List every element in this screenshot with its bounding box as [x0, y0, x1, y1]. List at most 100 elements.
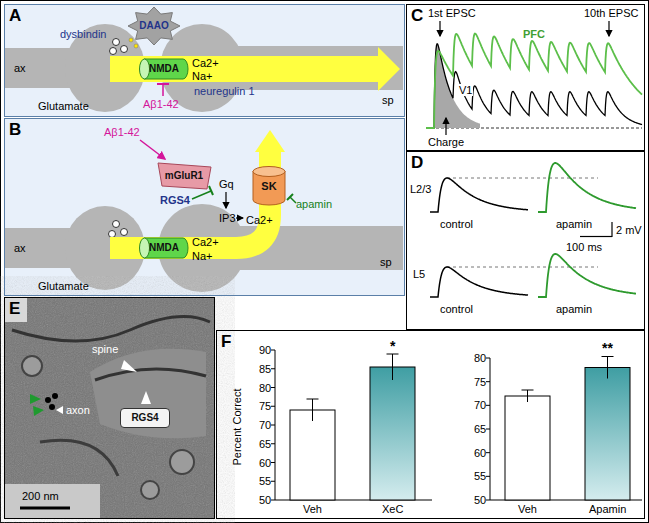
panel-d-art [580, 236, 612, 237]
figure-label: 50 [259, 494, 271, 506]
panel-f-chart [312, 399, 313, 421]
receptor-trapezoid: mGluR1 [157, 162, 212, 190]
figure-label: Apamin [589, 503, 626, 515]
axis-tick [486, 358, 490, 359]
figure-label: 70 [474, 399, 486, 411]
figure-label: 100 ms [566, 241, 602, 253]
panel-c-art [426, 21, 642, 135]
receptor-channel: NMDA [139, 237, 189, 259]
panel-e-micrograph [121, 360, 137, 372]
figure-label: 90 [259, 344, 271, 356]
axis-tick [486, 452, 490, 453]
panel-b-art [121, 229, 128, 236]
figure-label: neuregulin 1 [194, 85, 255, 97]
figure-label: 1st EPSC [428, 7, 476, 19]
panel-e-micrograph [56, 406, 63, 414]
figure-label: Aβ1-42 [104, 126, 140, 138]
figure-label: Ca2+ [192, 236, 219, 248]
panel-d-art [430, 178, 528, 212]
panel-f-chart [370, 367, 415, 500]
panel-e-micrograph [5, 298, 27, 322]
panel-b-art [110, 152, 270, 248]
panel-f-chart [290, 410, 335, 500]
panel-c-art [608, 21, 609, 36]
figure-label: ** [602, 341, 613, 355]
axis-tick [271, 406, 275, 407]
axis-tick [486, 476, 490, 477]
node-label: SK [261, 180, 276, 192]
label-box: RGS4 [120, 408, 170, 428]
enzyme-star: DAAO [127, 6, 181, 46]
figure-label: ax [14, 242, 26, 254]
panel-a-art [110, 47, 400, 91]
panel-b-art [109, 231, 116, 238]
ion-channel: SK [252, 166, 286, 206]
panel-f-chart [271, 350, 642, 500]
figure-label: Na+ [192, 70, 213, 82]
figure-label: * [390, 339, 395, 353]
panel-b-art [290, 197, 296, 203]
figure-label: ax [14, 62, 26, 74]
panel-e-micrograph [170, 450, 194, 474]
panel-e-micrograph [5, 298, 214, 518]
panel-f-chart [607, 357, 608, 379]
panel-e-micrograph [33, 406, 44, 416]
figure-panel: C [406, 4, 645, 151]
figure-label: Charge [428, 136, 464, 148]
figure-label: 75 [259, 400, 271, 412]
figure-label: 75 [474, 376, 486, 388]
figure-label: apamin [556, 303, 592, 315]
panel-f-chart [271, 350, 642, 500]
figure-label: XeC [382, 503, 403, 515]
panel-b-art [113, 221, 120, 228]
panel-f-chart [307, 399, 319, 400]
axis-tick [271, 481, 275, 482]
figure-label: PFC [522, 28, 546, 40]
cylinder-body [144, 238, 188, 258]
figure-label: Veh [518, 503, 537, 515]
figure-label: 50 [474, 494, 486, 506]
panel-a-art [157, 83, 169, 85]
trapezoid-shape [158, 163, 211, 189]
figure-panel: ERGS4 [4, 297, 215, 519]
receptor-channel: NMDA [139, 58, 189, 80]
figure-label: 55 [259, 475, 271, 487]
panel-d-art [538, 163, 636, 212]
panel-e-micrograph [49, 404, 55, 410]
panel-e-micrograph [20, 507, 70, 510]
cylinder-end [253, 167, 285, 177]
panel-f-chart [602, 356, 614, 357]
node-label: RGS4 [131, 412, 158, 424]
figure-label: apamin [296, 198, 332, 210]
panel-a-art [129, 38, 133, 42]
node-label: NMDA [149, 63, 179, 75]
panel-d-art [430, 267, 528, 297]
cylinder-end [140, 238, 150, 258]
figure-label: Percent Correct [230, 388, 242, 465]
panel-letter: C [411, 6, 423, 26]
panel-a-art [5, 5, 404, 116]
panel-c-art [445, 118, 446, 135]
figure-label: Veh [303, 503, 322, 515]
axis-tick [486, 405, 490, 406]
figure-label: L5 [413, 268, 425, 280]
panel-e-micrograph [5, 484, 100, 518]
panel-e-micrograph [40, 440, 118, 476]
panel-e-micrograph [5, 298, 214, 518]
panel-f-chart [392, 354, 393, 380]
panel-b-art [192, 191, 211, 199]
panel-d-art [538, 254, 636, 297]
figure-label: dysbindin [60, 28, 106, 40]
panel-d-art [611, 222, 612, 237]
panel-e-micrograph [30, 394, 41, 404]
cylinder-body [144, 59, 188, 79]
panel-a-art [110, 48, 117, 55]
panel-f-chart [505, 396, 550, 500]
figure-label: 65 [474, 423, 486, 435]
panel-e-micrograph [45, 397, 51, 403]
axis-tick [271, 443, 275, 444]
panel-c-art [426, 34, 642, 128]
panel-f-chart [585, 368, 630, 501]
